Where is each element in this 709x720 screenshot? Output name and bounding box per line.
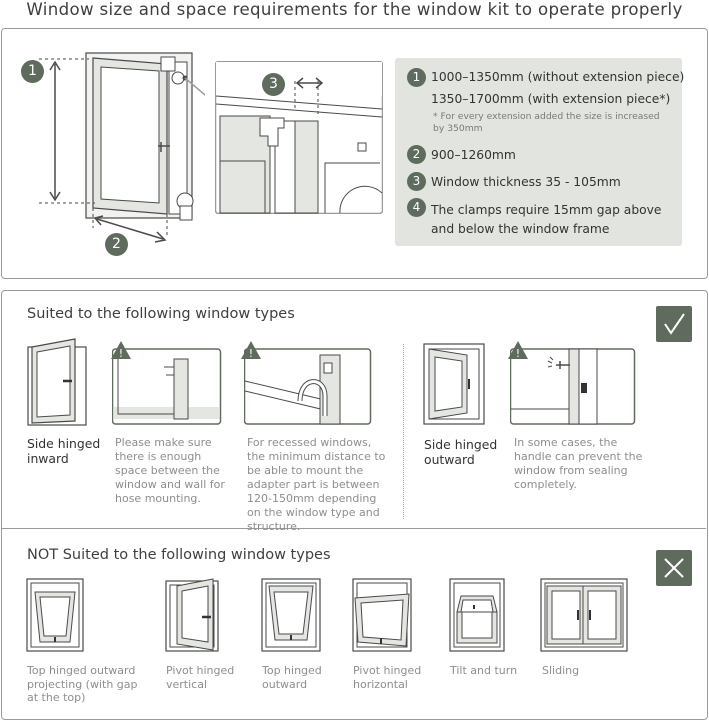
note-handle-sealing: In some cases, the handle can prevent th… (514, 436, 643, 491)
label-tilt-and-turn: Tilt and turn (450, 664, 518, 677)
spec-thickness: Window thickness 35 - 105mm (431, 175, 621, 189)
spec-number-2: 2 (407, 145, 426, 164)
note-recessed-distance: For recessed windows, the minimum distan… (247, 436, 386, 533)
side-hinged-outward-icon (423, 343, 485, 425)
warning-icon: ! (111, 341, 131, 360)
marker-2: 2 (105, 233, 128, 256)
suited-title: Suited to the following window types (27, 306, 295, 322)
top-hinged-outward-projecting-icon (26, 578, 84, 652)
side-hinged-inward-icon (27, 338, 87, 426)
spec-number-1: 1 (407, 68, 426, 87)
spec-number-4: 4 (407, 198, 426, 217)
tilt-and-turn-icon (449, 578, 505, 652)
spec-width: 900–1260mm (431, 148, 516, 162)
check-badge (656, 306, 692, 342)
spec-box (395, 58, 682, 246)
label-side-hinged-outward: Side hinged outward (424, 437, 498, 467)
warning-symbol: ! (119, 347, 123, 360)
warning-icon: ! (241, 341, 261, 360)
marker-1: 1 (21, 60, 44, 83)
cross-icon (664, 558, 684, 578)
window-dimension-diagram (39, 52, 205, 243)
pivot-hinged-vertical-icon (165, 578, 219, 652)
label-pivot-hinged-vertical: Pivot hinged vertical (166, 664, 235, 691)
label-sliding: Sliding (542, 664, 580, 677)
label-top-hinged-outward-projecting: Top hinged outward projecting (with gap … (27, 664, 138, 704)
page-title: Window size and space requirements for t… (26, 0, 683, 19)
warning-icon: ! (508, 341, 528, 360)
label-side-hinged-inward: Side hinged inward (27, 436, 101, 466)
spec-extension-note: * For every extension added the size is … (433, 111, 660, 134)
spec-number-3: 3 (407, 172, 426, 191)
label-pivot-hinged-horizontal: Pivot hinged horizontal (353, 664, 422, 691)
not-suited-title: NOT Suited to the following window types (27, 547, 331, 563)
spec-clamp-gap: The clamps require 15mm gap above and be… (431, 203, 662, 236)
pivot-hinged-horizontal-icon (352, 578, 412, 652)
detail-view-thickness (215, 61, 383, 214)
note-hose-space: Please make sure there is enough space b… (115, 436, 225, 505)
spec-height-without-extension: 1000–1350mm (without extension piece) (431, 70, 685, 84)
handle-sealing-illustration (510, 348, 636, 425)
top-hinged-outward-icon (261, 578, 321, 652)
marker-3: 3 (262, 73, 285, 96)
check-icon (664, 313, 685, 335)
warning-symbol: ! (249, 347, 253, 360)
warning-symbol: ! (516, 347, 520, 360)
section-divider (2, 528, 706, 529)
cross-badge (656, 550, 692, 586)
suited-divider (403, 344, 404, 519)
recessed-window-illustration (244, 348, 372, 425)
label-top-hinged-outward: Top hinged outward (262, 664, 322, 691)
sliding-window-icon (540, 578, 628, 652)
hose-space-illustration (112, 348, 222, 425)
spec-height-with-extension: 1350–1700mm (with extension piece*) (431, 92, 671, 106)
